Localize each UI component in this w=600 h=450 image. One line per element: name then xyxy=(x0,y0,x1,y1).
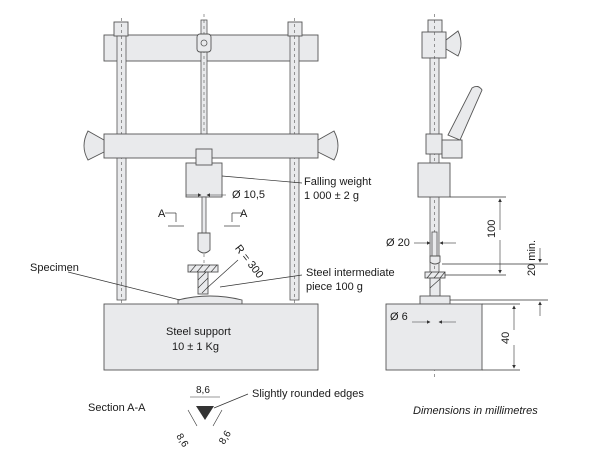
wing-nut-left xyxy=(83,130,105,161)
top-nut-right xyxy=(287,21,303,37)
section-marker-a-left: A xyxy=(158,208,166,220)
steel-support-mass-label: 10 ± 1 Kg xyxy=(172,341,219,353)
side-top-nut xyxy=(427,19,443,33)
side-top-wing-nut xyxy=(445,30,462,57)
release-lever xyxy=(447,85,483,141)
falling-weight-mass-label: 1 000 ± 2 g xyxy=(304,190,359,202)
side-striker xyxy=(431,231,438,257)
section-marker-a-right: A xyxy=(240,208,248,220)
release-clip xyxy=(196,33,212,53)
specimen xyxy=(177,295,243,305)
specimen-label: Specimen xyxy=(30,262,79,274)
falling-weight-label: Falling weight xyxy=(304,176,371,188)
side-mid-clamp xyxy=(425,133,443,155)
radius-300-label: R = 300 xyxy=(232,243,265,281)
weight-collar xyxy=(195,148,213,166)
front-view xyxy=(67,14,339,371)
intermediate-piece xyxy=(187,264,219,295)
steel-support xyxy=(103,303,319,371)
side-clamp-wing xyxy=(441,139,463,159)
section-left-dimension: 8,6 xyxy=(173,432,190,450)
side-steel-support xyxy=(385,303,483,371)
dim-100-label: 100 xyxy=(486,220,498,238)
intermediate-piece-mass-label: piece 100 g xyxy=(306,281,363,293)
side-falling-weight xyxy=(417,162,451,198)
diameter-20-label: Ø 20 xyxy=(386,237,410,249)
rounded-edges-label: Slightly rounded edges xyxy=(252,388,364,400)
side-top-block xyxy=(421,31,447,59)
dim-20-min-label: 20 min. xyxy=(526,240,538,276)
section-triangle xyxy=(196,406,214,420)
dim-40-label: 40 xyxy=(500,332,512,344)
section-a-a-title: Section A-A xyxy=(88,402,146,414)
side-specimen xyxy=(419,295,451,305)
section-right-dimension: 8,6 xyxy=(217,429,234,447)
side-intermediate-piece xyxy=(424,271,446,297)
diameter-10-5-label: Ø 10,5 xyxy=(232,189,265,201)
steel-support-label: Steel support xyxy=(166,326,231,338)
striker-rod xyxy=(201,196,207,234)
section-a-a-view xyxy=(187,393,249,427)
section-top-dimension: 8,6 xyxy=(196,385,210,396)
side-view xyxy=(385,14,548,380)
striker-tip xyxy=(197,232,211,254)
top-nut-left xyxy=(113,21,129,37)
wing-nut-right xyxy=(317,130,339,161)
diameter-6-label: Ø 6 xyxy=(390,311,408,323)
intermediate-piece-label: Steel intermediate xyxy=(306,267,395,279)
units-note: Dimensions in millimetres xyxy=(413,405,538,417)
falling-weight xyxy=(185,162,223,198)
